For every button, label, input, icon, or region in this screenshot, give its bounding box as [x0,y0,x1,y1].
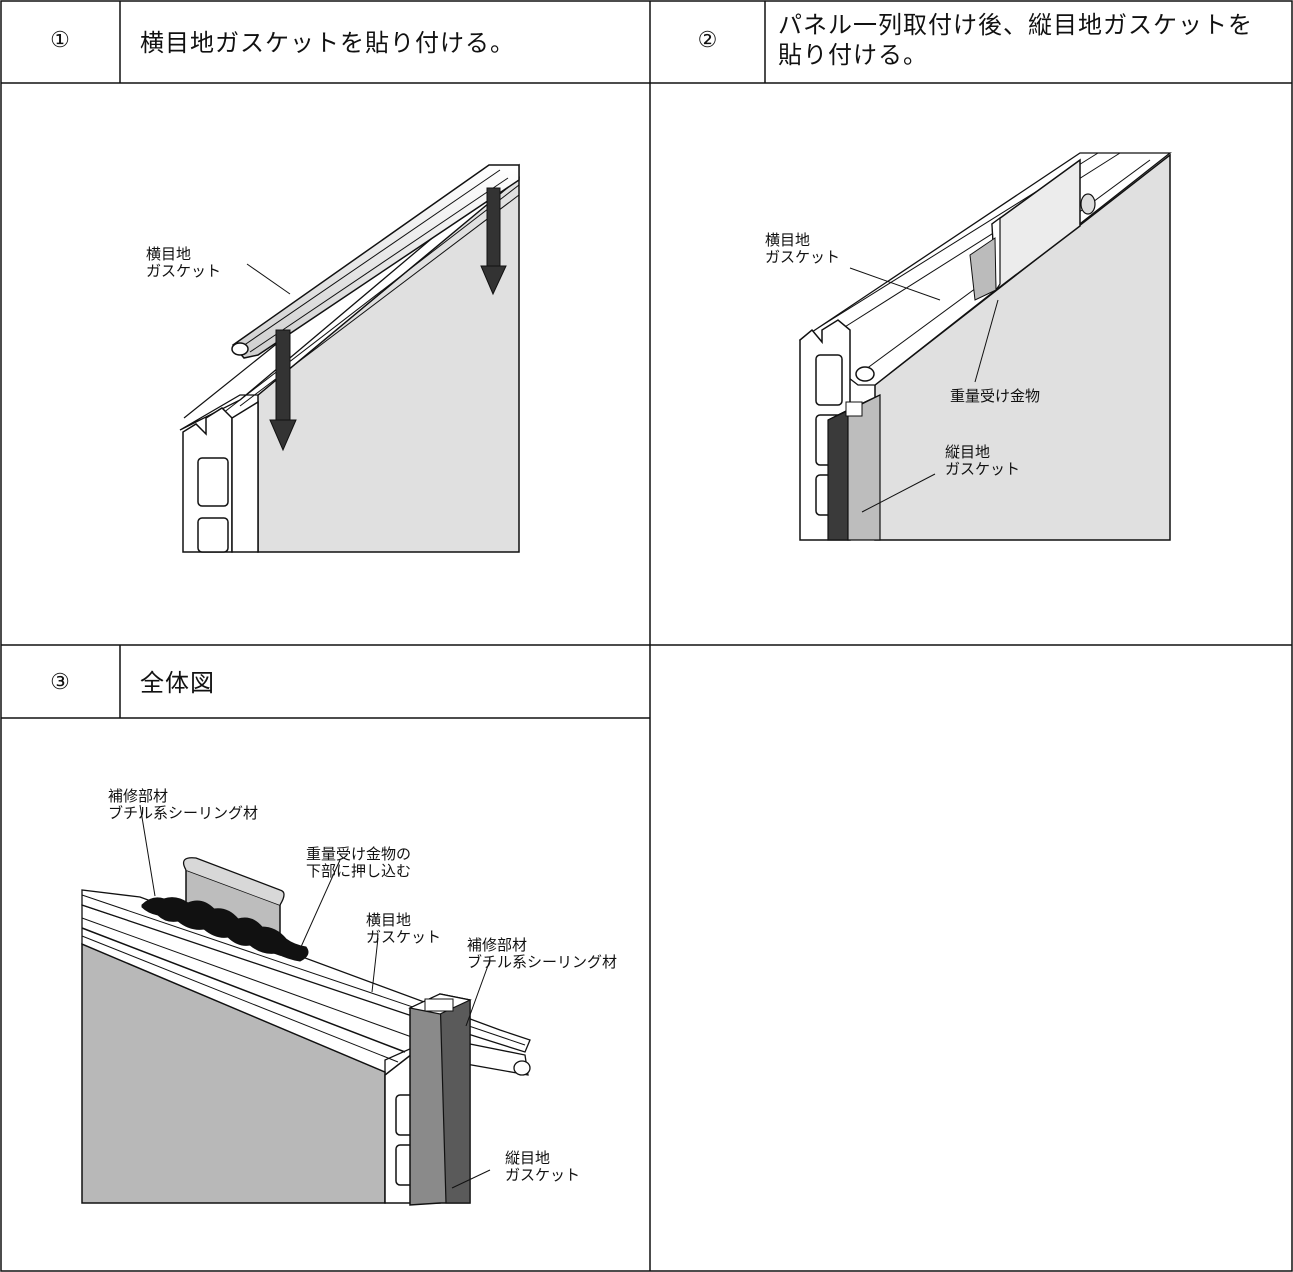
down-arrow-left [269,329,297,452]
weight-bracket [969,158,1081,301]
down-arrow-right [480,187,507,296]
panel-face [257,176,520,553]
figure-1-horizontal-gasket [179,163,520,553]
horizontal-gasket-piece [231,164,520,359]
leader-gasket [246,263,291,295]
figure-2-vertical-gasket [798,152,1172,541]
label-weight-bracket: 重量受け金物 [950,387,1041,405]
step-title-3: 全体図 [140,669,215,697]
frame-profile [182,400,259,553]
step-title-2: パネル一列取付け後、縦目地ガスケットを 貼り付ける。 [778,11,1253,69]
step-title-1: 横目地ガスケットを貼り付ける。 [140,29,515,57]
label-repair-material-2: 補修部材 ブチル系シーリング材 [467,936,618,971]
label-horizontal-gasket-3: 横目地 ガスケット [366,911,442,946]
butyl-sealant [141,897,309,962]
label-push-under-bracket: 重量受け金物の 下部に押し込む [306,845,412,880]
label-vertical-gasket-3: 縦目地 ガスケット [505,1149,581,1184]
step-number-1: ① [50,28,70,53]
step-number-3: ③ [50,670,70,695]
label-vertical-gasket: 縦目地 ガスケット [945,443,1021,478]
label-horizontal-gasket-2: 横目地 ガスケット [765,231,841,266]
vertical-gasket-piece [827,394,881,541]
label-repair-material-1: 補修部材 ブチル系シーリング材 [108,787,259,822]
step-number-2: ② [697,28,718,53]
figure-3-overall [81,804,531,1206]
vertical-gasket-piece [408,993,472,1206]
label-horizontal-gasket: 横目地 ガスケット [146,245,222,280]
